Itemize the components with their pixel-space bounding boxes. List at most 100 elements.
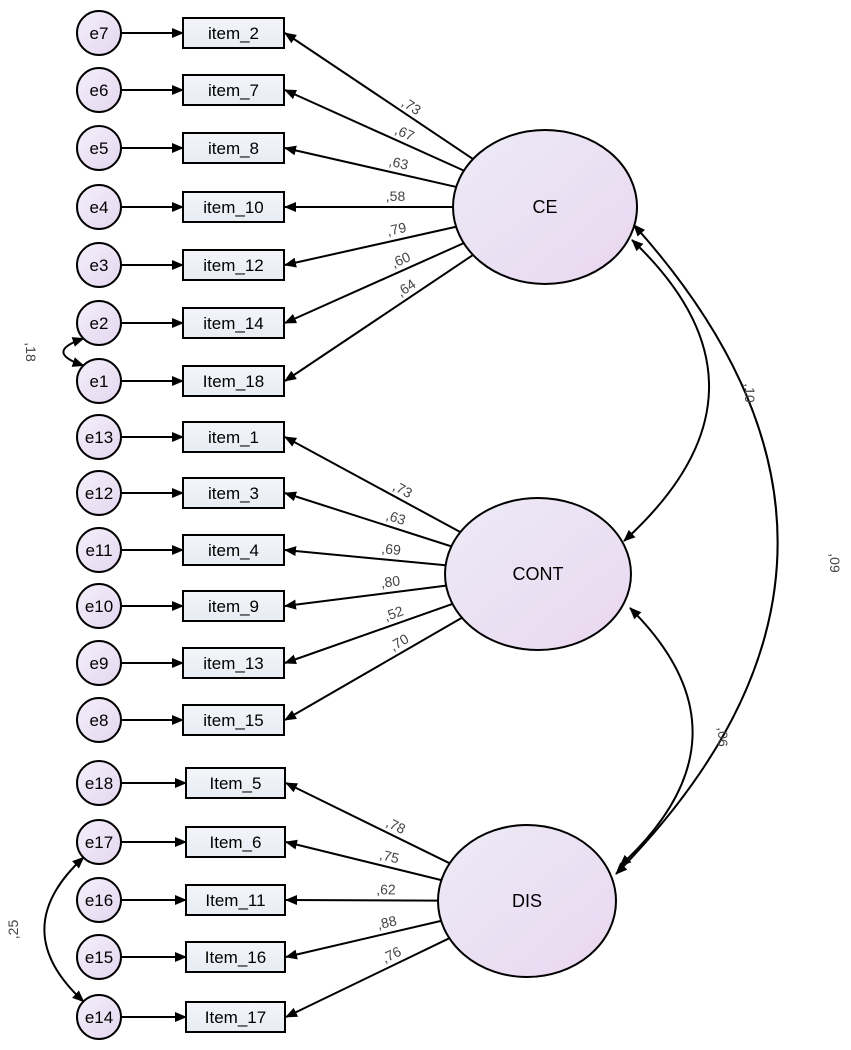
item-label: item_4 <box>208 541 259 560</box>
error-node-e8: e8 <box>76 697 122 743</box>
loading-arrow <box>285 895 439 906</box>
error-circle <box>76 640 122 686</box>
loading-value-label: ,52 <box>382 602 406 624</box>
error-covariance-label: ,18 <box>23 342 39 362</box>
error-node-e5: e5 <box>76 125 122 171</box>
item-label: item_10 <box>203 198 263 217</box>
factor-label: CE <box>532 197 557 217</box>
error-node-e12: e12 <box>76 470 122 516</box>
item-node-item_13: item_13 <box>182 647 285 679</box>
loading-value-label: ,78 <box>384 814 409 837</box>
factor-ellipse <box>452 129 638 285</box>
coefficient-labels-layer: ,73,67,63,58,79,60,64,73,63,69,80,52,70,… <box>5 94 843 966</box>
loading-arrow <box>284 491 452 548</box>
item-node-item_8: item_8 <box>182 132 285 164</box>
item-label: item_15 <box>203 711 263 730</box>
error-label: e15 <box>85 948 113 967</box>
item-box <box>185 884 286 916</box>
loading-value-label: ,64 <box>393 276 418 300</box>
error-node-e1: e1 <box>76 358 122 404</box>
error-covariance-label: ,25 <box>5 920 21 940</box>
error-label: e7 <box>90 24 109 43</box>
error-node-e4: e4 <box>76 184 122 230</box>
loading-value-label: ,62 <box>376 881 396 897</box>
error-node-e14: e14 <box>76 994 122 1040</box>
factor-correlation-arrow <box>623 239 710 542</box>
error-node-e17: e17 <box>76 819 122 865</box>
error-circle <box>76 527 122 573</box>
item-label: Item_16 <box>205 948 266 967</box>
error-covariance-arrow <box>43 856 85 1003</box>
loading-arrow <box>285 937 450 1018</box>
error-label: e4 <box>90 198 109 217</box>
error-label: e2 <box>90 314 109 333</box>
item-label: Item_5 <box>210 774 262 793</box>
loading-arrow <box>285 839 442 882</box>
loading-value-label: ,63 <box>387 153 410 173</box>
loading-value-label: ,69 <box>381 540 402 558</box>
error-label: e8 <box>90 711 109 730</box>
item-box <box>185 767 286 799</box>
item-box <box>185 941 286 973</box>
loading-arrow <box>284 616 463 721</box>
error-covariance-arrow <box>62 337 85 367</box>
loading-value-label: ,58 <box>386 188 406 204</box>
loading-value-label: ,79 <box>385 219 408 239</box>
item-box <box>182 704 285 736</box>
loading-value-label: ,67 <box>393 121 417 144</box>
factor-correlation-label: ,10 <box>742 383 758 403</box>
item-node-item_17: Item_17 <box>185 1001 286 1033</box>
error-circle <box>76 934 122 980</box>
error-label: e3 <box>90 256 109 275</box>
error-label: e12 <box>85 484 113 503</box>
item-node-item_12: item_12 <box>182 249 285 281</box>
error-node-e15: e15 <box>76 934 122 980</box>
error-label: e16 <box>85 891 113 910</box>
item-box <box>182 365 285 397</box>
error-label: e1 <box>90 372 109 391</box>
error-circle <box>76 358 122 404</box>
loading-value-label: ,76 <box>379 943 404 966</box>
loading-value-label: ,88 <box>376 912 399 932</box>
item-label: Item_17 <box>205 1008 266 1027</box>
item-box <box>182 590 285 622</box>
loading-value-label: ,73 <box>390 478 415 501</box>
factor-correlation-arrow <box>615 224 779 875</box>
error-node-e16: e16 <box>76 877 122 923</box>
loading-arrow <box>284 225 457 268</box>
error-node-e13: e13 <box>76 414 122 460</box>
loading-arrow <box>284 546 446 567</box>
factor-node-cont: CONT <box>444 497 632 651</box>
factor-node-dis: DIS <box>437 824 617 978</box>
error-circle <box>76 760 122 806</box>
item-box <box>182 477 285 509</box>
item-label: item_9 <box>208 597 259 616</box>
item-box <box>185 826 286 858</box>
factor-correlation-label: ,09 <box>827 553 843 573</box>
item-label: item_1 <box>208 428 259 447</box>
loading-arrow <box>284 145 457 188</box>
loading-arrow <box>284 242 465 324</box>
item-node-item_5: Item_5 <box>185 767 286 799</box>
factor-label: CONT <box>513 564 564 584</box>
item-node-item_4: item_4 <box>182 534 285 566</box>
edges-layer <box>43 28 779 1022</box>
error-label: e9 <box>90 654 109 673</box>
error-label: e11 <box>85 541 112 560</box>
item-label: Item_18 <box>203 372 264 391</box>
error-circle <box>76 242 122 288</box>
item-box <box>182 534 285 566</box>
error-circle <box>76 184 122 230</box>
item-box <box>182 307 285 339</box>
loading-value-label: ,73 <box>399 94 424 118</box>
error-circle <box>76 414 122 460</box>
factor-node-ce: CE <box>452 129 638 285</box>
error-node-e3: e3 <box>76 242 122 288</box>
loading-value-label: ,80 <box>380 572 402 590</box>
item-label: Item_6 <box>210 833 262 852</box>
item-node-item_7: item_7 <box>182 74 285 106</box>
item-node-item_16: Item_16 <box>185 941 286 973</box>
item-node-item_14: item_14 <box>182 307 285 339</box>
loading-arrow <box>284 603 453 665</box>
item-node-item_3: item_3 <box>182 477 285 509</box>
